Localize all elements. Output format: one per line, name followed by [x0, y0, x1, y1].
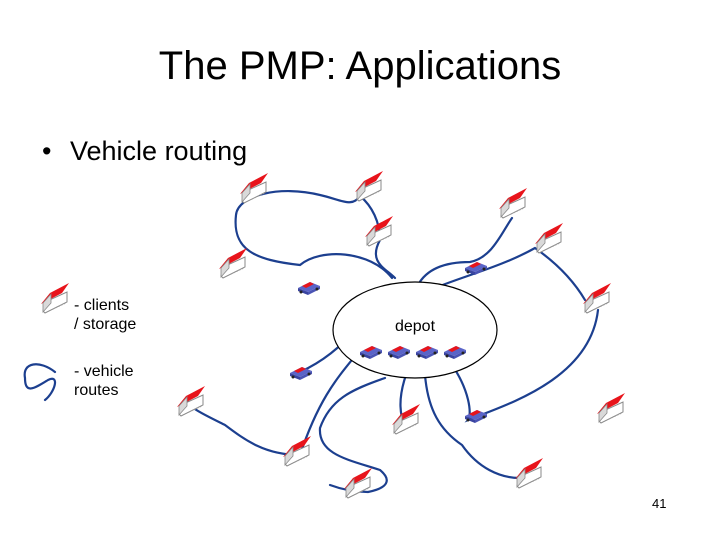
house-icon — [40, 282, 70, 314]
legend-routes-label: - vehicle routes — [74, 363, 134, 399]
truck-icon — [465, 262, 487, 275]
house-icon — [498, 187, 528, 219]
legend-clients-label: - clients / storage — [74, 297, 137, 333]
truck-icon — [465, 410, 487, 423]
house-icon — [364, 215, 394, 247]
route-7 — [318, 376, 388, 494]
house-icon — [218, 247, 248, 279]
truck-icon — [290, 367, 312, 380]
house-icon — [343, 467, 373, 499]
house-icon — [239, 172, 269, 204]
bullet-item: • Vehicle routing — [42, 134, 247, 168]
house-icon — [282, 435, 312, 467]
house-icon — [596, 392, 626, 424]
vehicle-routes — [23, 189, 600, 494]
route-8 — [186, 348, 362, 457]
page-number: 41 — [652, 496, 667, 511]
depot-label: depot — [395, 318, 436, 335]
legend-route-sample — [23, 363, 57, 402]
house-icon — [582, 282, 612, 314]
route-2 — [416, 216, 514, 287]
bullet-text: Vehicle routing — [70, 136, 248, 166]
route-3 — [438, 246, 587, 302]
route-5 — [423, 373, 522, 480]
bullet-icon: • — [42, 136, 52, 166]
house-icon — [391, 403, 421, 435]
house-icon — [514, 457, 544, 489]
truck-icon — [298, 282, 320, 295]
house-icon — [534, 222, 564, 254]
house-icon — [354, 170, 384, 202]
slide-title: The PMP: Applications — [158, 44, 562, 88]
